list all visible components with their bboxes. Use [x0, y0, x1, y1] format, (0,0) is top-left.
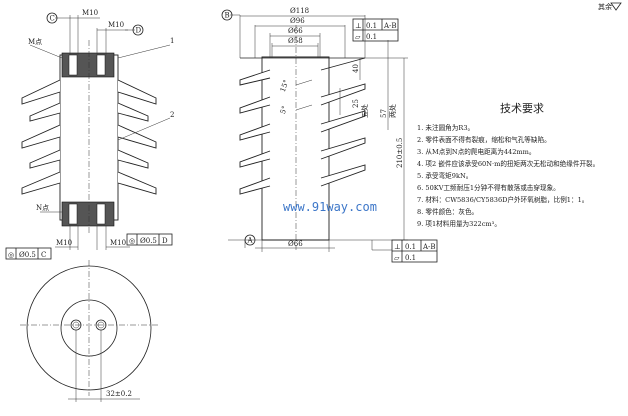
svg-text:0.1: 0.1 [405, 243, 416, 251]
thread-label: M10 [108, 21, 124, 29]
requirement-item: 1. 未注圆角为R3。 [417, 123, 474, 132]
surface-note: 其余 [598, 2, 612, 11]
svg-text:0.1: 0.1 [366, 33, 377, 41]
insulator-front-view [21, 40, 157, 235]
angle-label: 15° [279, 79, 291, 93]
datum-a-label: A [247, 237, 254, 245]
svg-text:Ø0.5: Ø0.5 [140, 237, 157, 245]
callout-label: 2 [170, 111, 174, 119]
tolerance-frame-left: ◎ Ø0.5 C [5, 247, 52, 260]
requirement-item: 2. 零件表面不得有裂痕，缩松和气孔等缺陷。 [417, 135, 551, 144]
requirement-item: 8. 零件颜色：灰色。 [417, 207, 478, 216]
technical-requirements: 技术要求 1. 未注圆角为R3。 2. 零件表面不得有裂痕，缩松和气孔等缺陷。 … [417, 102, 599, 228]
svg-text:▱: ▱ [394, 254, 400, 262]
svg-text:◎: ◎ [129, 237, 135, 245]
dimension-label: 25 [352, 99, 360, 108]
dimension-label: 210±0.5 [396, 138, 404, 168]
dimension-label: 40 [352, 64, 360, 73]
requirement-item: 6. 50KV工频耐压1分钟不得有散落或击穿现象。 [417, 183, 560, 192]
tolerance-frame-bottom: ⊥ 0.1 A-B ▱ 0.1 [372, 239, 438, 263]
note-label: 两处 [388, 104, 397, 118]
datum-c-marker [46, 12, 58, 24]
dimension-label: Ø118 [290, 7, 309, 15]
callout-label: 1 [170, 37, 174, 45]
dimension-label: Ø66 [288, 240, 303, 248]
svg-text:A-B: A-B [422, 243, 436, 251]
dimension-label: Ø58 [288, 37, 303, 45]
svg-text:C: C [41, 251, 46, 259]
requirement-item: 5. 承受弯矩9kN。 [417, 171, 472, 180]
datum-b-label: B [225, 12, 230, 20]
datum-c-label: C [50, 15, 55, 23]
angle-label: 5° [279, 105, 289, 115]
thread-label: M10 [110, 239, 126, 247]
surface-finish-icon [610, 2, 622, 11]
svg-text:⊥: ⊥ [394, 243, 401, 251]
requirement-item: 7. 材料：CW5836/CY5836D户外环氧树脂，比例1：1。 [417, 195, 588, 204]
datum-d-marker [132, 24, 144, 36]
dimension-label: 57 [380, 109, 388, 118]
requirement-item: 4. 项2 嵌件应该承受60N·m的扭矩两次无松动和绝缘件开裂。 [417, 159, 599, 168]
thread-label: M10 [82, 9, 98, 17]
insulator-section-view [239, 25, 366, 250]
hole-spacing-dim: 32±0.2 [106, 390, 132, 398]
svg-text:0.1: 0.1 [405, 254, 416, 262]
insulator-bottom-view [20, 260, 158, 402]
svg-text:⊥: ⊥ [355, 22, 362, 30]
tolerance-frame-top: ⊥ 0.1 A-B ▱ 0.1 [352, 18, 399, 42]
requirement-item: 3. 从M点到N点的爬电距离为442mm。 [417, 147, 536, 156]
svg-text:▱: ▱ [355, 33, 361, 41]
svg-text:0.1: 0.1 [366, 22, 377, 30]
point-m-label: M点 [28, 38, 42, 46]
svg-text:◎: ◎ [8, 251, 14, 259]
requirement-item: 9. 项1材料用量为322cm³。 [417, 219, 501, 228]
svg-text:A-B: A-B [383, 22, 397, 30]
thread-label: M10 [56, 239, 72, 247]
dimension-label: Ø66 [288, 27, 303, 35]
tolerance-frame-right: ◎ Ø0.5 D [126, 233, 173, 246]
datum-b-marker [221, 9, 233, 21]
datum-a-marker [244, 234, 256, 246]
watermark: www.91way.com [283, 200, 377, 214]
svg-text:Ø0.5: Ø0.5 [19, 251, 36, 259]
requirements-title: 技术要求 [500, 102, 544, 115]
note-label: 五处 [360, 104, 369, 118]
svg-text:D: D [162, 237, 168, 245]
dimension-label: Ø96 [290, 17, 305, 25]
point-n-label: N点 [36, 204, 49, 212]
datum-d-label: D [136, 27, 142, 35]
